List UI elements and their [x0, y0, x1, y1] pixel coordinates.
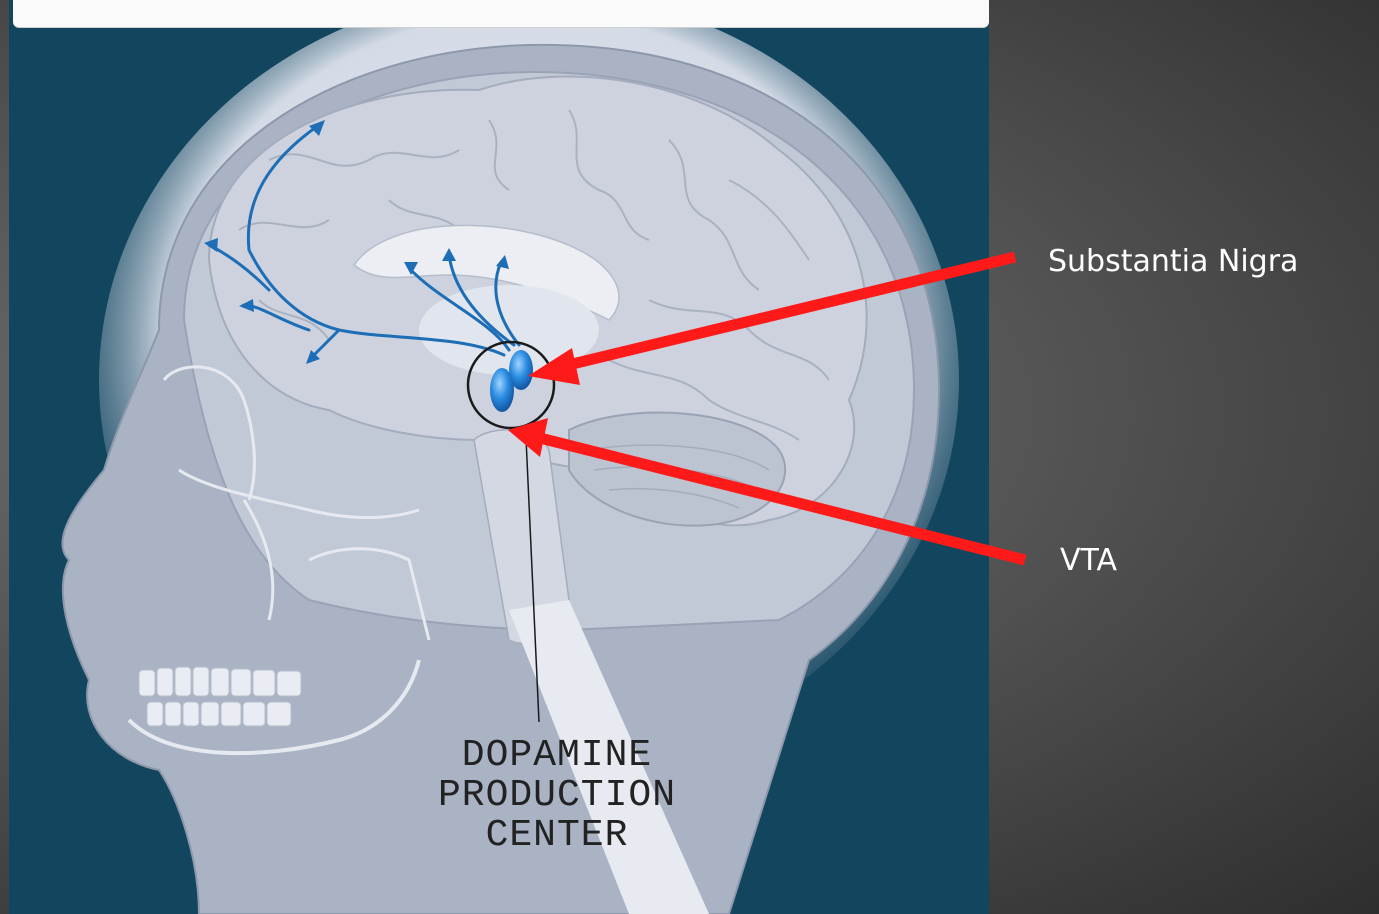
substantia-nigra-label: Substantia Nigra [1048, 244, 1298, 279]
figure-top-strip [13, 0, 989, 28]
vta-nucleus [490, 368, 514, 412]
vta-label: VTA [1060, 543, 1117, 578]
caption-line-3: CENTER [372, 816, 742, 856]
caption-line-1: DOPAMINE [372, 736, 742, 776]
dopamine-caption: DOPAMINE PRODUCTION CENTER [372, 736, 742, 856]
caption-line-2: PRODUCTION [372, 776, 742, 816]
